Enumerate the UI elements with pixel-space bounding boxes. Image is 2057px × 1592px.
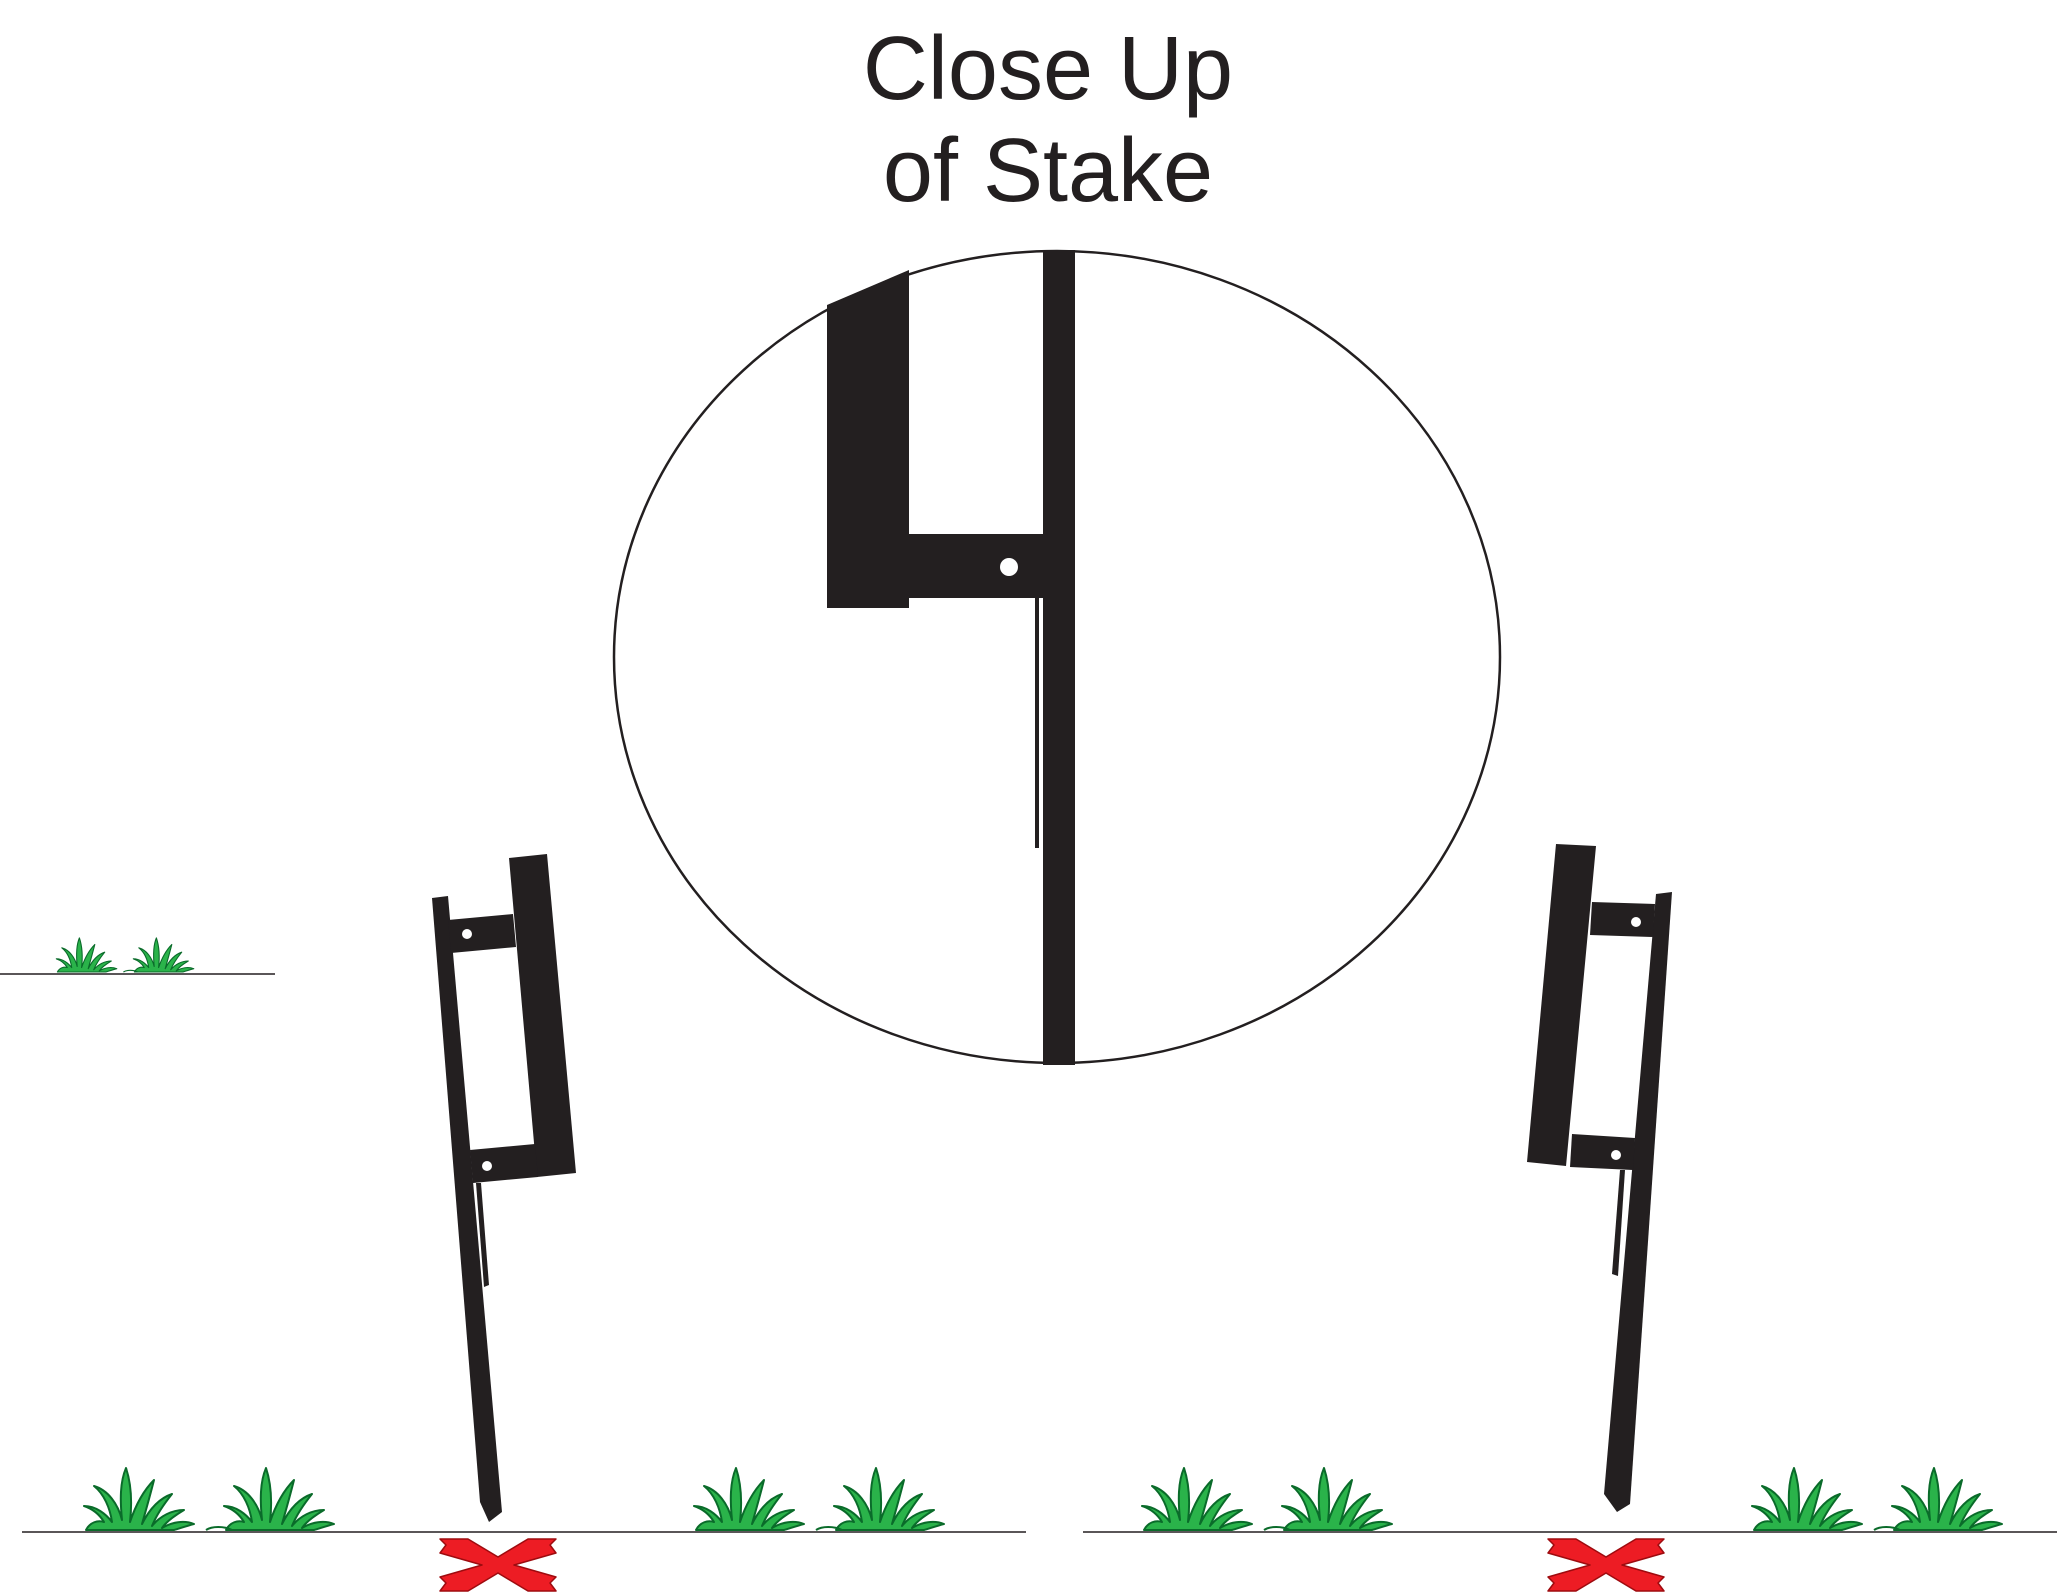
diagram-title: Close Up of Stake [728,18,1368,222]
bolt-hole [482,1161,492,1171]
stake-icon [1604,892,1672,1512]
bolt-hole [462,929,472,939]
bracket [909,534,1045,598]
title-line-1: Close Up [862,19,1234,119]
close-up-stake [827,250,1075,1065]
stake-icon [432,896,502,1522]
title-line-2: of Stake [882,121,1214,221]
flag-panel-icon [509,854,576,1177]
wire-spring [1612,1170,1625,1276]
flag-panel-icon [827,270,909,608]
bolt-hole [1631,917,1641,927]
grass-tuft-icon [1142,1468,1392,1530]
right-stake [1527,844,1672,1512]
bracket [448,914,516,953]
stake-icon [1043,250,1075,1065]
red-x-marker-icon [1547,1538,1665,1592]
left-stake [432,854,576,1522]
grass-tuft-icon [56,938,194,972]
wire-spring [476,1183,489,1287]
grass-tuft-icon [1752,1468,2002,1530]
bracket [470,1144,538,1183]
bracket [1590,902,1655,937]
grass-tuft-icon [84,1468,334,1530]
red-x-marker-icon [439,1538,557,1592]
bolt-hole [1611,1150,1621,1160]
wire-spring [1035,598,1039,848]
bracket [1570,1134,1635,1170]
grass-tuft-icon [694,1468,944,1530]
flag-panel-icon [1527,844,1596,1166]
bolt-hole [1000,558,1018,576]
